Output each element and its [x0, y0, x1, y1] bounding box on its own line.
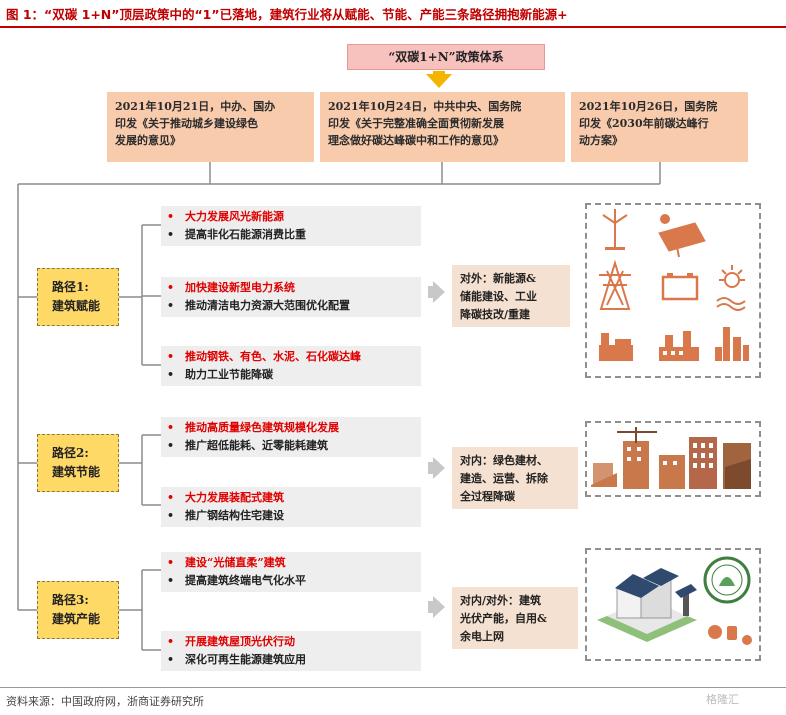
route-2-label: 路径2: — [52, 446, 89, 460]
bullet: • — [167, 368, 175, 381]
bullet: • — [167, 491, 175, 504]
bullet: • — [167, 299, 175, 312]
bullet: • — [167, 556, 175, 569]
item-heading: 大力发展装配式建筑 — [185, 491, 284, 504]
energy-icons-panel — [585, 203, 761, 378]
bullet: • — [167, 228, 175, 241]
construction-icon — [591, 427, 751, 489]
connector-lines — [17, 162, 661, 651]
route-2-box: 路径2: 建筑节能 — [37, 434, 119, 492]
down-arrow-icon — [426, 74, 452, 88]
route-2-item-1: • 推动高质量绿色建筑规模化发展 • 推广超低能耗、近零能耗建筑 — [161, 417, 421, 457]
power-tower-icon — [599, 259, 631, 310]
route-1-item-1: • 大力发展风光新能源 • 提高非化石能源消费比重 — [161, 206, 421, 246]
bullet: • — [167, 653, 175, 666]
item-heading: 推动钢铁、有色、水泥、石化碳达峰 — [185, 350, 361, 363]
item-heading: 建设“光储直柔”建筑 — [185, 556, 286, 569]
document-3-line-3: 动方案》 — [579, 134, 623, 147]
route-1-item-2: • 加快建设新型电力系统 • 推动清洁电力资源大范围优化配置 — [161, 277, 421, 317]
document-3-line-1: 2021年10月26日，国务院 — [579, 100, 718, 113]
route-1-result: 对外：新能源& 储能建设、工业 降碳技改/重建 — [452, 265, 570, 327]
green-house-icon — [597, 568, 697, 642]
document-2-line-2: 印发《关于完整准确全面贯彻新发展 — [328, 117, 504, 130]
bullet: • — [167, 439, 175, 452]
result-arrow-stem — [428, 462, 434, 474]
item-detail: 助力工业节能降碳 — [185, 368, 273, 381]
heat-icon — [716, 265, 746, 311]
arrow-right-icon — [433, 596, 445, 618]
policy-system-box: “双碳1+N”政策体系 — [347, 44, 545, 70]
document-3-line-2: 印发《2030年前碳达峰行 — [579, 117, 709, 130]
item-detail: 推广超低能耗、近零能耗建筑 — [185, 439, 328, 452]
title-rule — [0, 26, 786, 28]
document-1-line-1: 2021年10月21日，中办、国办 — [115, 100, 276, 113]
document-2-line-1: 2021年10月24日，中共中央、国务院 — [328, 100, 522, 113]
route-3-item-1: • 建设“光储直柔”建筑 • 提高建筑终端电气化水平 — [161, 552, 421, 592]
route-2-item-2: • 大力发展装配式建筑 • 推广钢结构住宅建设 — [161, 487, 421, 527]
solar-panel-icon — [658, 214, 706, 258]
route-2-name: 建筑节能 — [52, 465, 101, 479]
bullet: • — [167, 574, 175, 587]
document-box-1: 2021年10月21日，中办、国办 印发《关于推动城乡建设绿色 发展的意见》 — [107, 92, 314, 162]
item-detail: 推动清洁电力资源大范围优化配置 — [185, 299, 350, 312]
item-heading: 加快建设新型电力系统 — [185, 281, 295, 294]
bullet: • — [167, 635, 175, 648]
result-arrow-stem — [428, 601, 434, 613]
document-box-3: 2021年10月26日，国务院 印发《2030年前碳达峰行 动方案》 — [571, 92, 748, 162]
bullet: • — [167, 421, 175, 434]
battery-icon — [661, 273, 699, 301]
route-3-item-2: • 开展建筑屋顶光伏行动 • 深化可再生能源建筑应用 — [161, 631, 421, 671]
bullet: • — [167, 509, 175, 522]
route-1-name: 建筑赋能 — [52, 299, 101, 313]
bullet: • — [167, 210, 175, 223]
power-plant-icon — [659, 331, 699, 361]
route-1-label: 路径1: — [52, 280, 89, 294]
item-heading: 大力发展风光新能源 — [185, 210, 284, 223]
item-detail: 深化可再生能源建筑应用 — [185, 653, 306, 666]
route-3-result: 对内/对外：建筑 光伏产能，自用& 余电上网 — [452, 587, 578, 649]
result-line: 储能建设、工业 — [460, 290, 537, 303]
document-box-2: 2021年10月24日，中共中央、国务院 印发《关于完整准确全面贯彻新发展 理念… — [320, 92, 565, 162]
route-3-name: 建筑产能 — [52, 612, 101, 626]
item-heading: 推动高质量绿色建筑规模化发展 — [185, 421, 339, 434]
item-detail: 推广钢结构住宅建设 — [185, 509, 284, 522]
route-3-box: 路径3: 建筑产能 — [37, 581, 119, 639]
item-detail: 提高非化石能源消费比重 — [185, 228, 306, 241]
arrow-right-icon — [433, 281, 445, 303]
wind-turbine-icon — [602, 209, 628, 250]
document-2-line-3: 理念做好碳达峰碳中和工作的意见》 — [328, 134, 504, 147]
bullet: • — [167, 281, 175, 294]
arrow-right-icon — [433, 457, 445, 479]
bullet: • — [167, 350, 175, 363]
result-line: 建造、运营、拆除 — [460, 472, 548, 485]
result-line: 对外：新能源& — [460, 272, 536, 285]
result-arrow-stem — [428, 286, 434, 298]
watermark: 格隆汇 — [706, 693, 739, 706]
result-line: 全过程降碳 — [460, 490, 515, 503]
route-2-result: 对内：绿色建材、 建造、运营、拆除 全过程降碳 — [452, 447, 578, 509]
document-1-line-2: 印发《关于推动城乡建设绿色 — [115, 117, 258, 130]
solar-building-panel — [585, 548, 761, 661]
result-line: 对内/对外：建筑 — [460, 594, 542, 607]
route-1-item-3: • 推动钢铁、有色、水泥、石化碳达峰 • 助力工业节能降碳 — [161, 346, 421, 386]
route-3-label: 路径3: — [52, 593, 89, 607]
factory-icon — [599, 333, 633, 361]
item-detail: 提高建筑终端电气化水平 — [185, 574, 306, 587]
green-building-panel — [585, 421, 761, 497]
refinery-icon — [715, 327, 749, 361]
source-note: 资料来源：中国政府网，浙商证券研究所 — [6, 695, 204, 708]
footer-rule — [0, 687, 786, 688]
result-line: 降碳技改/重建 — [460, 308, 531, 321]
route-1-box: 路径1: 建筑赋能 — [37, 268, 119, 326]
result-line: 余电上网 — [460, 630, 504, 643]
result-line: 光伏产能，自用& — [460, 612, 547, 625]
item-heading: 开展建筑屋顶光伏行动 — [185, 635, 295, 648]
result-line: 对内：绿色建材、 — [460, 454, 548, 467]
document-1-line-3: 发展的意见》 — [115, 134, 181, 147]
green-building-seal-icon — [703, 556, 751, 604]
figure-title: 图 1：“双碳 1+N”顶层政策中的“1”已落地，建筑行业将从赋能、节能、产能三… — [6, 7, 568, 22]
